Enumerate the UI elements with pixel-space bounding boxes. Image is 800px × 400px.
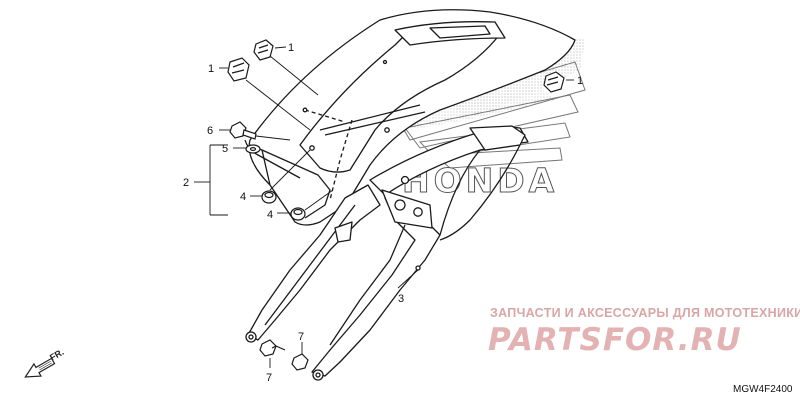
washer-part-5	[245, 144, 261, 154]
watermark: ЗАПЧАСТИ И АКСЕССУАРЫ ДЛЯ МОТОТЕХНИКИ PA…	[488, 306, 800, 358]
front-direction-indicator: FR.	[24, 347, 66, 378]
callout-1: 1	[288, 42, 294, 54]
bolt-part-7-left	[259, 339, 286, 357]
callout-7: 7	[266, 372, 272, 384]
callout-4: 4	[240, 191, 246, 203]
clip-part-1-upper	[253, 39, 274, 61]
callout-1: 1	[208, 63, 214, 75]
callout-4: 4	[267, 209, 273, 221]
grommet-part-4-upper	[261, 190, 277, 204]
grommet-part-4-lower	[290, 207, 306, 221]
callout-7: 7	[298, 331, 304, 343]
bolt-part-6	[229, 121, 257, 140]
callout-labels: 1 1 1 6 5 2 4 4 3 7 7	[183, 42, 583, 384]
callout-2: 2	[183, 177, 189, 189]
front-arrow-icon	[24, 357, 56, 378]
callout-6: 6	[207, 125, 213, 137]
diagram-code: MGW4F2400	[733, 384, 793, 395]
front-label: FR.	[48, 347, 66, 363]
rear-subframe	[245, 125, 529, 381]
clip-part-1-right	[543, 71, 565, 93]
bolt-part-7-right	[291, 353, 309, 371]
callout-3: 3	[398, 293, 404, 305]
clip-part-1-middle	[227, 57, 250, 82]
callout-5: 5	[222, 143, 228, 155]
watermark-logo: PARTSFOR.RU	[488, 322, 742, 358]
leader-lines	[194, 46, 574, 368]
callout-1: 1	[577, 75, 583, 87]
watermark-subtitle: ЗАПЧАСТИ И АКСЕССУАРЫ ДЛЯ МОТОТЕХНИКИ	[490, 306, 800, 320]
